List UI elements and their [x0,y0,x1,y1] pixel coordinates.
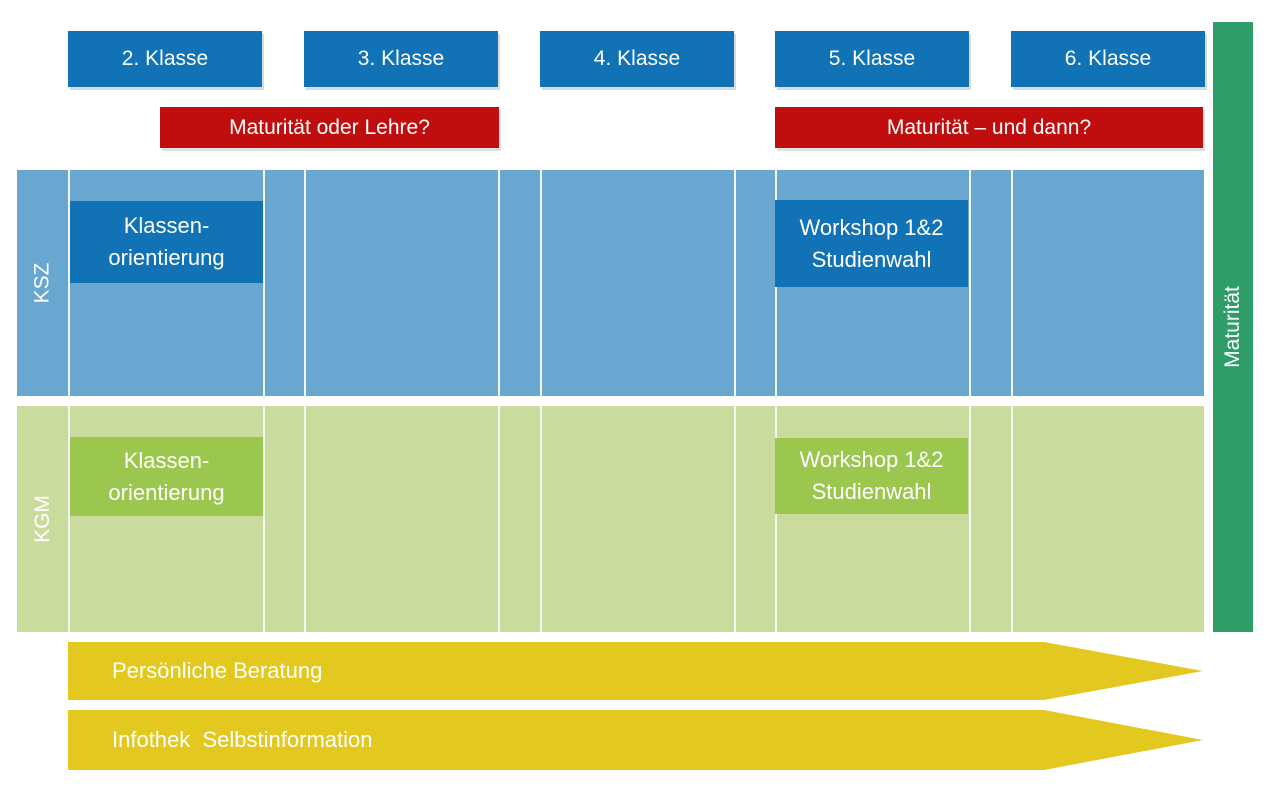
class-header-5: 5. Klasse [775,31,969,87]
column-separator [68,406,70,632]
column-separator [734,406,736,632]
track-label-ksz-text: KSZ [30,262,54,304]
banner-maturitaet-und-dann: Maturität – und dann? [775,107,1203,148]
column-separator [498,170,500,396]
column-separator [304,406,306,632]
class-header-3: 3. Klasse [304,31,498,87]
event-text-line: Workshop 1&2 [799,214,944,240]
arrow-infothek-selbstinformation: Infothek Selbstinformation [68,710,1203,770]
column-separator [1011,170,1013,396]
column-separator [969,170,971,396]
track-label-ksz: KSZ [17,170,68,396]
event-workshop-studienwahl-ksz: Workshop 1&2 Studienwahl [775,200,968,287]
column-separator [540,170,542,396]
column-separator [263,406,265,632]
track-label-kgm-text: KGM [30,495,54,543]
column-separator [498,406,500,632]
event-text-line: Studienwahl [811,479,932,504]
track-label-kgm: KGM [17,406,68,632]
event-text-line: Klassen- [123,213,210,238]
column-separator [734,170,736,396]
column-separator [304,170,306,396]
event-klassenorientierung-kgm: Klassen- orientierung [70,437,263,516]
maturitaet-bar-text: Maturität [1221,286,1245,368]
track-kgm: KGM Klassen- orientierung Workshop 1&2 S… [17,406,1204,632]
event-text-line: orientierung [108,479,225,505]
track-ksz: KSZ Klassen- orientierung Workshop 1&2 S… [17,170,1204,396]
event-text-line: orientierung [108,245,225,270]
event-workshop-studienwahl-kgm: Workshop 1&2 Studienwahl [775,438,968,514]
column-separator [68,170,70,396]
class-header-4: 4. Klasse [540,31,734,87]
event-text-line: Studienwahl [811,246,932,272]
event-klassenorientierung-ksz: Klassen- orientierung [70,201,263,283]
column-separator [1011,406,1013,632]
class-header-2: 2. Klasse [68,31,262,87]
class-header-6: 6. Klasse [1011,31,1205,87]
column-separator [775,406,777,632]
column-separator [263,170,265,396]
arrow-persoenliche-beratung: Persönliche Beratung [68,642,1203,700]
event-text-line: Workshop 1&2 [799,447,944,472]
column-separator [540,406,542,632]
banner-maturitaet-oder-lehre: Maturität oder Lehre? [160,107,499,148]
maturitaet-bar: Maturität [1213,22,1253,632]
event-text-line: Klassen- [123,447,210,473]
column-separator [969,406,971,632]
